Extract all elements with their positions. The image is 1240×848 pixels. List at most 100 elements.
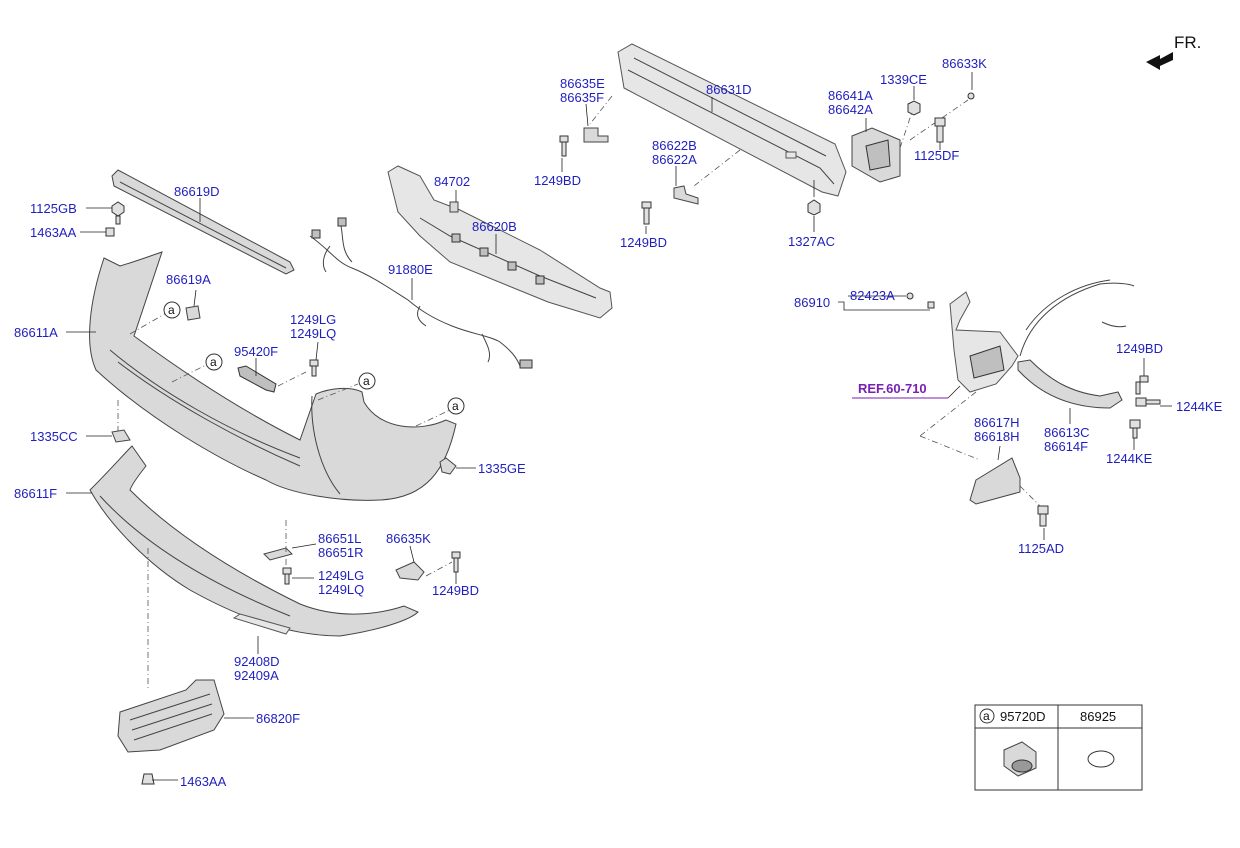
label-1244KE-a: 1244KE [1176,399,1223,414]
label-1125GB: 1125GB [30,201,77,216]
label-1249LQ-a: 1249LQ [290,326,336,341]
legend-col2: 86925 [1080,709,1116,724]
legend-col1: 95720D [1000,709,1046,724]
svg-text:a: a [452,399,459,413]
legend-table: a 95720D 86925 [974,704,1143,791]
wheel-arch-area [949,279,1135,393]
rear-bumper-cover-86611A [89,251,457,501]
label-86633K: 86633K [942,56,987,71]
clip-1463AA-b [141,773,155,785]
bracket-86617H [969,457,1021,505]
callout-a-2: a [205,353,223,371]
screw-1249BD-d [1135,375,1149,395]
screw-1249LG-a [309,359,319,377]
leader-lines [66,72,1172,781]
svg-text:a: a [210,355,217,369]
clip-1335GE [439,457,457,475]
label-86622B: 86622B [652,138,697,153]
bolt-1125GB [111,201,125,225]
legend-callout-a: a [979,708,995,724]
pad-86619A [185,305,201,321]
lower-bumper-86611F [89,445,419,637]
clip-1335CC [111,429,131,443]
label-86651R: 86651R [318,545,364,560]
label-86618H: 86618H [974,429,1020,444]
label-86635F: 86635F [560,90,604,105]
label-86651L: 86651L [318,531,361,546]
bumper-beam-86631D [617,43,847,197]
screw-1249BD-c [451,551,461,573]
screw-1249BD-b [641,201,652,225]
label-1327AC: 1327AC [788,234,835,249]
label-86619A: 86619A [166,272,211,287]
label-86619D: 86619D [174,184,220,199]
energy-absorber-86620B [387,165,613,319]
label-1249LG-a: 1249LG [290,312,336,327]
label-86631D: 86631D [706,82,752,97]
label-86622A: 86622A [652,152,697,167]
label-86611F: 86611F [14,486,57,501]
label-86614F: 86614F [1044,439,1088,454]
callout-a-3: a [358,372,376,390]
label-84702: 84702 [434,174,470,189]
bolt-1244KE-a [1135,397,1161,407]
bracket-86635K [395,561,425,581]
bolt-1125AD [1037,505,1049,527]
front-label: FR. [1174,33,1201,52]
label-1335GE: 1335GE [478,461,526,476]
reference-label[interactable]: REF.60-710 [858,381,927,396]
sensor-95420F [237,365,277,393]
callout-a-4: a [447,397,465,415]
label-91880E: 91880E [388,262,433,277]
side-bracket-86613C [1017,359,1123,409]
step-pad-86619D [111,169,295,275]
label-1125DF: 1125DF [914,148,959,163]
label-1249BD-d: 1249BD [1116,341,1163,356]
connector-82423A [906,292,935,309]
bolt-1244KE-b [1129,419,1141,439]
label-1463AA-b: 1463AA [180,774,227,789]
svg-text:a: a [168,303,175,317]
clip-86622B [673,185,699,205]
label-1249LQ-b: 1249LQ [318,582,364,597]
label-86617H: 86617H [974,415,1020,430]
label-86641A: 86641A [828,88,873,103]
part-labels: 86635E 86635F 86631D 86641A 86642A 1339C… [14,56,1223,789]
bolt-1125DF [934,117,946,143]
clip-84702 [449,201,459,213]
label-86910: 86910 [794,295,830,310]
label-1339CE: 1339CE [880,72,927,87]
label-86635E: 86635E [560,76,605,91]
clip-1463AA-a [105,227,115,237]
svg-text:a: a [363,374,370,388]
label-1249BD-a: 1249BD [534,173,581,188]
screw-1249BD-a [559,135,569,157]
clip-86635E [583,127,609,143]
bracket-86651L [263,547,293,561]
nut-1327AC [807,199,821,216]
label-1244KE-b: 1244KE [1106,451,1153,466]
stay-bracket-86641A [851,127,901,183]
label-92408D: 92408D [234,654,280,669]
reflector-92408D [232,613,291,635]
label-1125AD: 1125AD [1018,541,1064,556]
label-1249LG-b: 1249LG [318,568,364,583]
svg-text:a: a [983,709,990,723]
label-95420F: 95420F [234,344,278,359]
label-92409A: 92409A [234,668,279,683]
label-86620B: 86620B [472,219,517,234]
label-1463AA-a: 1463AA [30,225,77,240]
label-1249BD-b: 1249BD [620,235,667,250]
nut-1339CE [907,100,921,116]
front-direction-indicator: FR. [1146,33,1201,70]
callout-a-1: a [163,301,181,319]
label-86642A: 86642A [828,102,873,117]
wiring-harness-91880E [309,217,533,369]
label-86611A: 86611A [14,325,58,340]
front-arrow-icon [1146,52,1173,70]
label-86613C: 86613C [1044,425,1090,440]
under-cover-86820F [117,679,225,753]
grommet-icon [1087,750,1115,768]
label-1249BD-c: 1249BD [432,583,479,598]
